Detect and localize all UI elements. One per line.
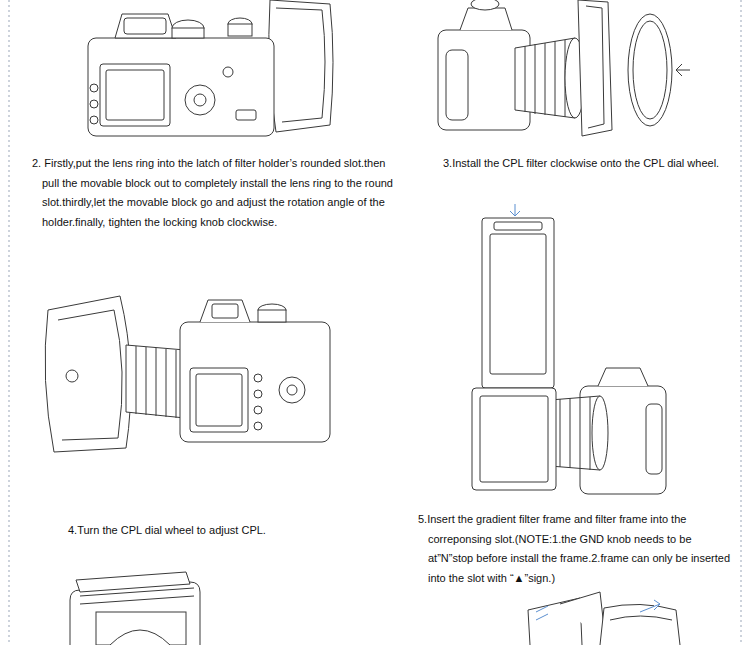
drawing-part <box>560 592 606 645</box>
drawing-part <box>258 310 286 322</box>
drawing-part <box>628 14 672 126</box>
step-text: 4.Turn the CPL dial wheel to adjust CPL. <box>68 521 368 541</box>
camera-figure <box>70 572 200 645</box>
drawing-part <box>287 385 297 395</box>
drawing-part <box>536 606 548 620</box>
drawing-part <box>45 296 131 452</box>
camera-figure <box>528 592 680 645</box>
drawing-part <box>472 388 556 490</box>
drawing-part <box>106 70 164 120</box>
drawing-part <box>200 300 250 322</box>
drawing-part <box>460 8 512 30</box>
drawing-part <box>640 600 660 612</box>
drawing-part <box>185 85 215 115</box>
drawing-part <box>90 100 98 108</box>
drawing-part <box>510 204 520 216</box>
drawing-part <box>269 0 333 132</box>
drawing-part <box>180 322 330 442</box>
drawing-part <box>136 346 176 418</box>
drawing-part <box>446 50 468 120</box>
drawing-part <box>471 0 499 10</box>
drawing-part <box>66 370 78 382</box>
drawing-part <box>676 64 690 76</box>
drawing-part <box>276 8 325 122</box>
drawing-part <box>646 404 662 474</box>
drawing-part <box>598 368 648 386</box>
drawing-part <box>190 368 248 432</box>
camera-figure <box>472 204 666 494</box>
drawing-part <box>254 390 262 398</box>
drawing-part <box>223 67 233 77</box>
drawing-part <box>254 422 262 430</box>
drawing-part <box>172 28 204 38</box>
drawing-part <box>110 630 170 645</box>
camera-figure <box>45 296 330 452</box>
drawing-part <box>58 310 122 440</box>
drawing-part <box>126 345 185 418</box>
drawing-part <box>494 222 542 230</box>
drawing-part <box>525 40 565 117</box>
drawing-part <box>88 38 274 136</box>
drawing-part <box>80 588 194 604</box>
step-text: 5.Insert the gradient filter frame and f… <box>418 510 736 589</box>
drawing-part <box>482 218 554 388</box>
drawing-part <box>480 396 548 482</box>
drawing-part <box>610 616 672 620</box>
drawing-part <box>592 396 608 470</box>
drawing-part <box>115 14 176 38</box>
drawing-part <box>100 64 170 126</box>
drawing-part <box>236 110 256 120</box>
drawing-part <box>96 612 186 645</box>
drawing-part <box>90 116 98 124</box>
drawing-part <box>196 374 242 426</box>
drawing-part <box>578 0 612 136</box>
drawing-part <box>490 234 546 374</box>
camera-figure <box>88 0 333 136</box>
camera-figure <box>438 0 690 136</box>
drawing-part <box>194 94 206 106</box>
drawing-part <box>90 84 98 92</box>
drawing-part <box>586 6 604 128</box>
drawing-part <box>254 406 262 414</box>
step-text: 2. Firstly,put the lens ring into the la… <box>32 154 400 233</box>
drawing-part <box>633 21 667 119</box>
drawing-part <box>228 24 252 36</box>
drawing-part <box>600 604 680 645</box>
page-border <box>741 0 742 645</box>
drawing-part <box>212 304 238 318</box>
drawing-part <box>560 397 590 470</box>
page-border <box>9 0 10 645</box>
drawing-part <box>254 374 262 382</box>
drawing-part <box>124 18 166 34</box>
step-text: 3.Install the CPL filter clockwise onto … <box>443 154 739 174</box>
drawing-part <box>279 377 305 403</box>
